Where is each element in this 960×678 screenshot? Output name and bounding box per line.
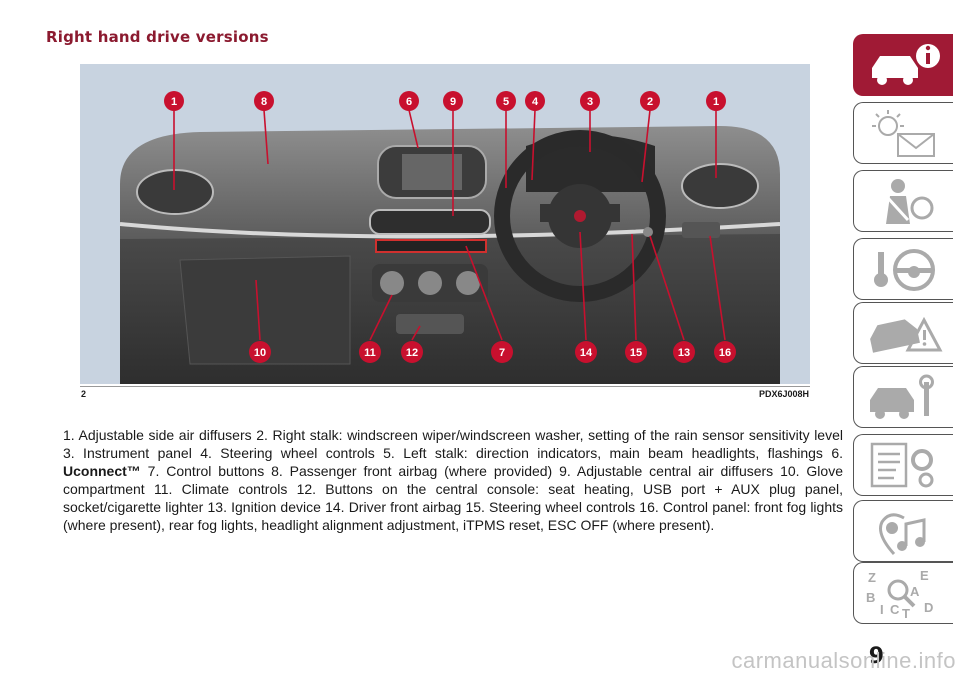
emergency-car-icon <box>870 316 943 353</box>
svg-text:1: 1 <box>171 96 177 108</box>
marker-9: 9 <box>443 91 463 111</box>
multimedia-icon <box>879 513 926 556</box>
key-steering-wheel-icon <box>874 249 935 291</box>
marker-7: 7 <box>491 341 513 363</box>
svg-text:C: C <box>890 602 900 617</box>
svg-text:A: A <box>910 584 920 599</box>
leader-lines <box>173 109 726 341</box>
marker-15: 15 <box>625 341 647 363</box>
marker-11: 11 <box>359 341 381 363</box>
svg-text:12: 12 <box>406 347 418 359</box>
glove-compartment <box>179 255 351 365</box>
svg-text:6: 6 <box>406 96 412 108</box>
marker-5: 5 <box>496 91 516 111</box>
nav-tab-multimedia[interactable] <box>853 500 953 562</box>
legend-part-1: 1. Adjustable side air diffusers 2. Righ… <box>63 427 843 461</box>
uconnect-screen <box>402 154 462 190</box>
marker-1-left: 1 <box>164 91 184 111</box>
right-side-air-diffuser <box>681 163 759 209</box>
marker-6: 6 <box>399 91 419 111</box>
svg-text:7: 7 <box>499 347 505 359</box>
svg-text:E: E <box>920 568 929 583</box>
svg-text:11: 11 <box>364 347 376 359</box>
nav-tab-starting-driving[interactable] <box>853 238 953 300</box>
left-side-air-diffuser <box>136 169 214 215</box>
technical-data-icon <box>870 442 934 488</box>
svg-text:T: T <box>902 606 910 618</box>
legend-uconnect: Uconnect™ <box>63 463 141 479</box>
svg-text:5: 5 <box>503 96 509 108</box>
svg-text:3: 3 <box>587 96 593 108</box>
figure-number: 2 <box>81 389 87 399</box>
control-buttons-strip <box>375 239 487 253</box>
nav-tab-vehicle-info[interactable] <box>853 34 953 96</box>
climate-knob-right <box>456 271 480 295</box>
svg-text:B: B <box>866 590 875 605</box>
right-control-panel <box>682 222 720 238</box>
legend-part-2: 7. Control buttons 8. Passenger front ai… <box>63 463 843 533</box>
marker-3: 3 <box>580 91 600 111</box>
svg-text:4: 4 <box>532 96 539 108</box>
marker-1-right: 1 <box>706 91 726 111</box>
nav-tab-warning-lights[interactable] <box>853 102 953 164</box>
dashboard-illustration: 1 8 6 9 5 4 3 2 1 10 11 12 7 14 15 13 16 <box>119 91 781 384</box>
marker-2: 2 <box>640 91 660 111</box>
marker-12: 12 <box>401 341 423 363</box>
marker-4: 4 <box>525 91 545 111</box>
figure-code: PDX6J008H <box>758 389 809 399</box>
climate-knob-left <box>380 271 404 295</box>
svg-text:14: 14 <box>580 347 593 359</box>
central-console-buttons <box>396 314 464 334</box>
seat-belt-airbag-icon <box>886 179 934 224</box>
svg-text:8: 8 <box>261 96 267 108</box>
svg-text:2: 2 <box>647 96 653 108</box>
section-title: Right hand drive versions <box>46 28 269 46</box>
chrome-trim <box>119 222 781 239</box>
marker-10: 10 <box>249 341 271 363</box>
car-info-icon <box>872 44 940 85</box>
figure-caption-bar: 2 PDX6J008H <box>80 386 810 401</box>
nav-tab-safety[interactable] <box>853 170 953 232</box>
central-air-diffusers <box>369 209 491 235</box>
page-number: 9 <box>868 644 884 669</box>
figure-legend: 1. Adjustable side air diffusers 2. Righ… <box>63 426 843 534</box>
ignition-device <box>643 227 653 237</box>
climate-knob-center <box>418 271 442 295</box>
svg-text:9: 9 <box>450 96 456 108</box>
svg-text:1: 1 <box>713 96 719 108</box>
watermark: carmanualsonline.info <box>731 648 956 673</box>
svg-text:16: 16 <box>719 347 731 359</box>
svg-text:10: 10 <box>254 347 266 359</box>
nav-tab-emergency[interactable] <box>853 302 953 364</box>
svg-text:Z: Z <box>868 570 876 585</box>
marker-14: 14 <box>575 341 597 363</box>
steering-wheel-rim <box>494 130 666 302</box>
marker-13: 13 <box>673 341 695 363</box>
brand-badge <box>574 210 586 222</box>
svg-text:D: D <box>924 600 933 615</box>
svg-text:I: I <box>880 602 884 617</box>
marker-16: 16 <box>714 341 736 363</box>
dashboard-figure: 1 8 6 9 5 4 3 2 1 10 11 12 7 14 15 13 16 <box>80 64 810 384</box>
svg-text:13: 13 <box>678 347 690 359</box>
marker-8: 8 <box>254 91 274 111</box>
warning-lights-message-icon <box>872 110 935 157</box>
nav-tab-technical-data[interactable] <box>853 434 953 496</box>
svg-text:15: 15 <box>630 347 642 359</box>
nav-tab-maintenance[interactable] <box>853 366 953 428</box>
car-maintenance-icon <box>870 374 934 419</box>
